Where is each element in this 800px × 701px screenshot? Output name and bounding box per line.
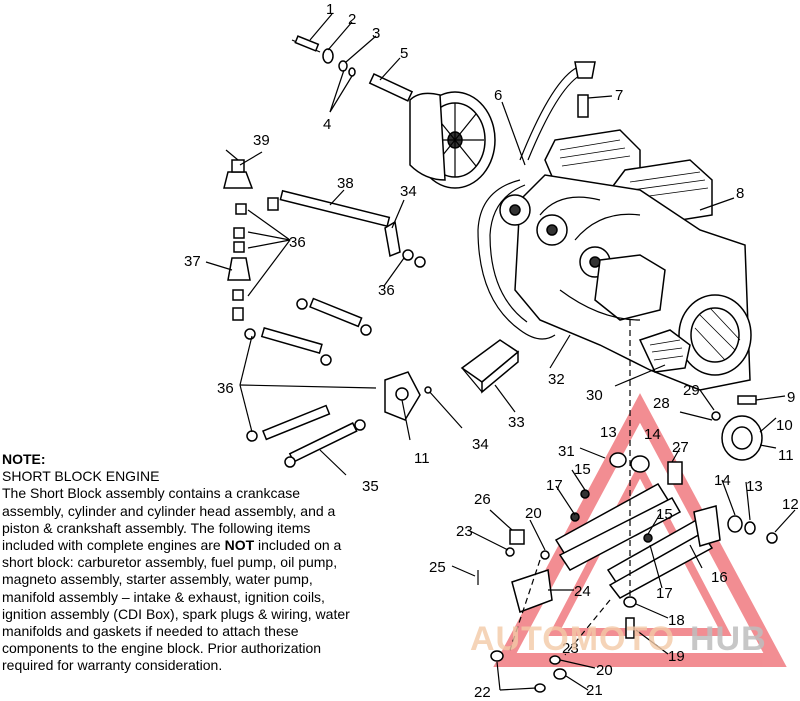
callout-13a: 13 bbox=[600, 424, 617, 441]
callout-18: 18 bbox=[668, 612, 685, 629]
callout-14b: 14 bbox=[714, 472, 731, 489]
short-block-note: NOTE: SHORT BLOCK ENGINE The Short Block… bbox=[2, 451, 362, 675]
watermark-text-primary: AUTOMOTO bbox=[470, 620, 675, 658]
callout-33: 33 bbox=[508, 414, 525, 431]
callout-5: 5 bbox=[400, 45, 408, 62]
callout-19: 19 bbox=[668, 648, 685, 665]
engine-block bbox=[477, 61, 752, 391]
callout-39: 39 bbox=[253, 132, 270, 149]
callout-22: 22 bbox=[474, 684, 491, 701]
callout-24: 24 bbox=[574, 583, 591, 600]
watermark-logo: AUTOMOTO HUB bbox=[470, 620, 767, 658]
callout-37: 37 bbox=[184, 253, 201, 270]
callout-30: 30 bbox=[586, 387, 603, 404]
callout-25: 25 bbox=[429, 559, 446, 576]
mounting-hardware bbox=[477, 320, 778, 693]
callout-20a: 20 bbox=[525, 505, 542, 522]
callout-14a: 14 bbox=[644, 426, 661, 443]
watermark-text-secondary: HUB bbox=[690, 620, 767, 658]
callout-26: 26 bbox=[474, 491, 491, 508]
callout-7: 7 bbox=[615, 87, 623, 104]
callout-29: 29 bbox=[683, 382, 700, 399]
callout-15b: 15 bbox=[656, 506, 673, 523]
callout-13b: 13 bbox=[746, 478, 763, 495]
callout-numbers: 1 2 3 4 5 6 7 8 9 10 11 11 12 13 13 14 1… bbox=[184, 1, 799, 701]
callout-23a: 23 bbox=[456, 523, 473, 540]
callout-3: 3 bbox=[372, 25, 380, 42]
callout-9: 9 bbox=[787, 389, 795, 406]
callout-10: 10 bbox=[776, 417, 793, 434]
note-heading: SHORT BLOCK ENGINE bbox=[2, 468, 160, 485]
callout-11a: 11 bbox=[778, 447, 794, 464]
note-body: The Short Block assembly contains a cran… bbox=[2, 485, 362, 674]
callout-35: 35 bbox=[362, 478, 379, 495]
callout-31: 31 bbox=[558, 443, 575, 460]
callout-20b: 20 bbox=[596, 662, 613, 679]
callout-28: 28 bbox=[653, 395, 670, 412]
callout-21: 21 bbox=[586, 682, 603, 699]
callout-1: 1 bbox=[326, 1, 334, 18]
note-body-bold: NOT bbox=[224, 537, 255, 554]
callout-6: 6 bbox=[494, 87, 502, 104]
cdi-box bbox=[460, 339, 520, 394]
callout-12: 12 bbox=[782, 496, 799, 513]
callout-36b: 36 bbox=[378, 282, 395, 299]
callout-2: 2 bbox=[348, 11, 356, 28]
callout-8: 8 bbox=[736, 185, 744, 202]
callout-34b: 34 bbox=[472, 436, 489, 453]
callout-36c: 36 bbox=[217, 380, 234, 397]
note-title: NOTE: bbox=[2, 451, 46, 467]
top-bolt-assembly bbox=[291, 35, 414, 102]
note-body-part1: The Short Block assembly contains a cran… bbox=[2, 485, 336, 554]
callout-23b: 23 bbox=[562, 640, 579, 657]
drive-pulley bbox=[409, 91, 496, 189]
callout-17a: 17 bbox=[546, 477, 563, 494]
callout-11b: 11 bbox=[414, 450, 430, 467]
callout-38: 38 bbox=[337, 175, 354, 192]
callout-32: 32 bbox=[548, 371, 565, 388]
callout-36a: 36 bbox=[289, 234, 306, 251]
fuel-pump-and-lines bbox=[223, 149, 463, 468]
callout-16: 16 bbox=[711, 569, 728, 586]
callout-4: 4 bbox=[323, 116, 331, 133]
note-body-part2: included on a short block: carburetor as… bbox=[2, 537, 350, 674]
callout-27: 27 bbox=[672, 439, 689, 456]
callout-17b: 17 bbox=[656, 585, 673, 602]
callout-34a: 34 bbox=[400, 183, 417, 200]
leader-lines bbox=[205, 13, 796, 691]
callout-15a: 15 bbox=[574, 461, 591, 478]
